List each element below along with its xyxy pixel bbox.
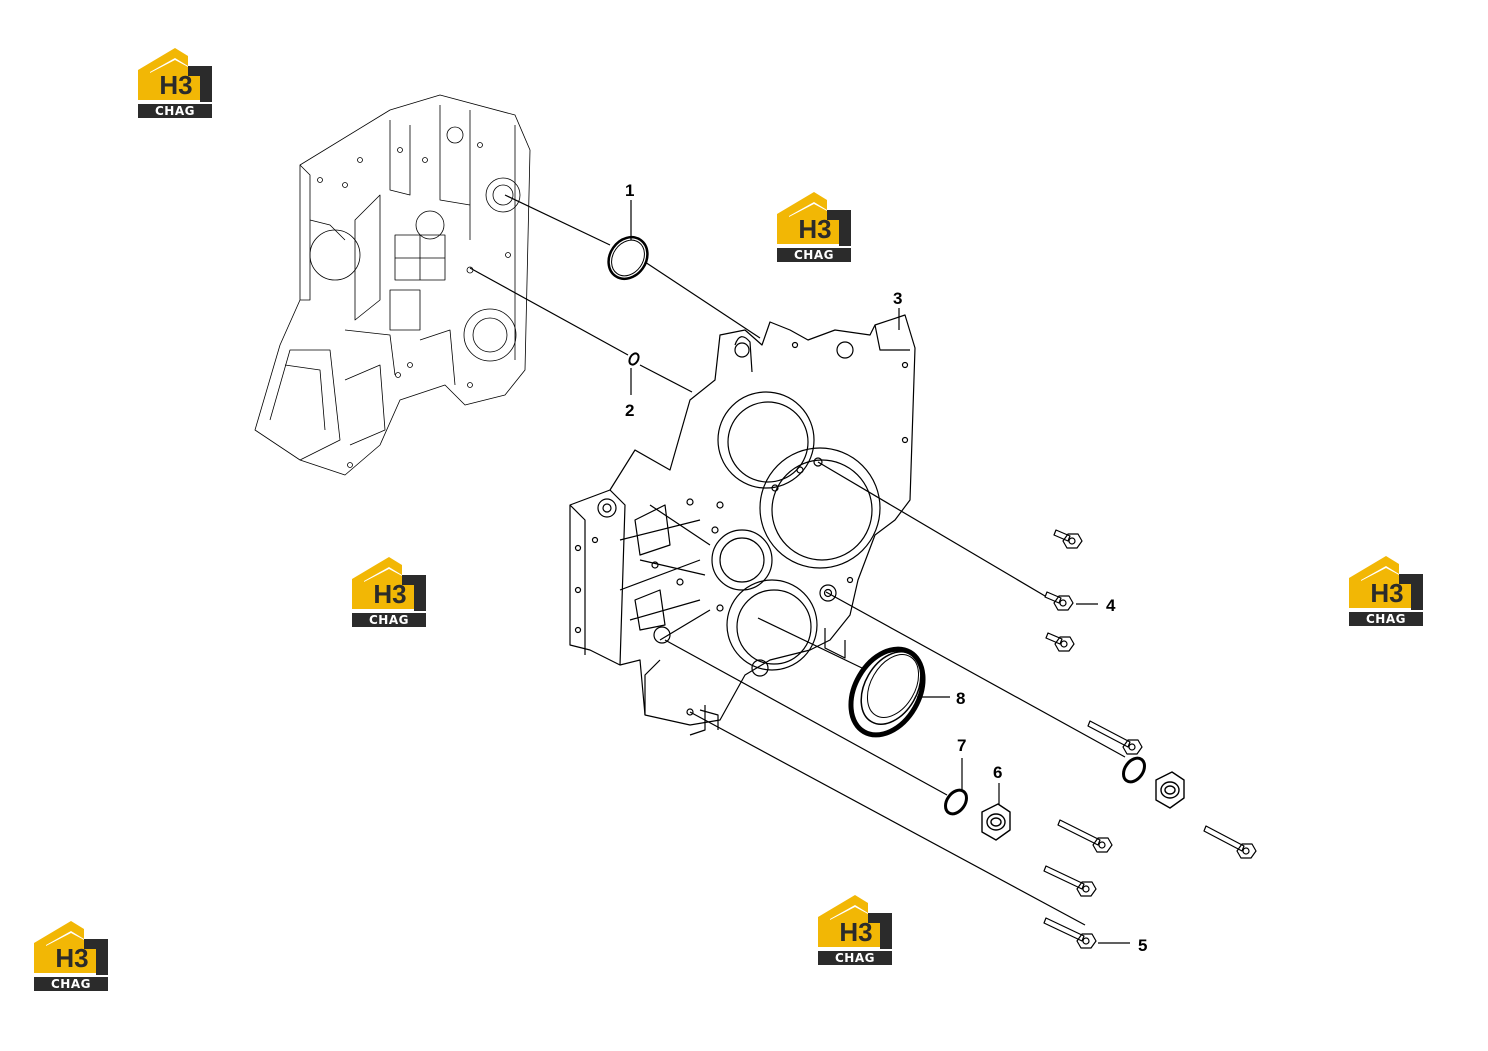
watermark-text: CHAG bbox=[1366, 612, 1406, 626]
watermark-mark: H3 bbox=[1370, 578, 1404, 608]
watermark-mark: H3 bbox=[55, 943, 89, 973]
house-logo-icon bbox=[352, 557, 426, 627]
watermark-logo: H3 CHAG bbox=[818, 893, 896, 967]
o-ring-small bbox=[628, 352, 640, 366]
watermark-logo: H3 CHAG bbox=[34, 919, 112, 993]
watermark-text: CHAG bbox=[794, 248, 834, 262]
watermark-logo: H3 CHAG bbox=[138, 46, 216, 120]
gear-housing-cover bbox=[569, 314, 916, 736]
callout-labels: 1 2 3 4 5 6 7 8 bbox=[625, 181, 1147, 955]
callout-2: 2 bbox=[625, 401, 634, 420]
callout-5: 5 bbox=[1138, 936, 1147, 955]
watermark-mark: H3 bbox=[373, 579, 407, 609]
engine-block bbox=[254, 94, 531, 476]
watermark-text: CHAG bbox=[51, 977, 91, 991]
watermark-mark: H3 bbox=[159, 70, 193, 100]
house-logo-icon bbox=[777, 192, 851, 262]
o-ring-large bbox=[607, 235, 649, 281]
watermark-mark: H3 bbox=[798, 214, 832, 244]
watermark-text: CHAG bbox=[155, 104, 195, 118]
plug bbox=[981, 771, 1185, 841]
o-ring-plug bbox=[944, 756, 1146, 816]
callout-6: 6 bbox=[993, 763, 1002, 782]
callout-4: 4 bbox=[1106, 596, 1116, 615]
house-logo-icon bbox=[34, 921, 108, 991]
house-logo-icon bbox=[1349, 556, 1423, 626]
callout-3: 3 bbox=[893, 289, 902, 308]
watermark-logo: H3 CHAG bbox=[352, 555, 430, 629]
crankshaft-seal bbox=[848, 646, 926, 738]
callout-8: 8 bbox=[956, 689, 965, 708]
watermark-text: CHAG bbox=[369, 613, 409, 627]
watermark-logo: H3 CHAG bbox=[1349, 554, 1427, 628]
watermark-mark: H3 bbox=[839, 917, 873, 947]
watermark-logo: H3 CHAG bbox=[777, 190, 855, 264]
short-bolts bbox=[1044, 529, 1083, 652]
assembly-lines bbox=[469, 194, 1126, 926]
callout-7: 7 bbox=[957, 736, 966, 755]
house-logo-icon bbox=[818, 895, 892, 965]
callout-leaders bbox=[630, 200, 1130, 944]
watermark-text: CHAG bbox=[835, 951, 875, 965]
house-logo-icon bbox=[138, 48, 212, 118]
callout-1: 1 bbox=[625, 181, 634, 200]
long-bolts bbox=[1043, 720, 1257, 949]
